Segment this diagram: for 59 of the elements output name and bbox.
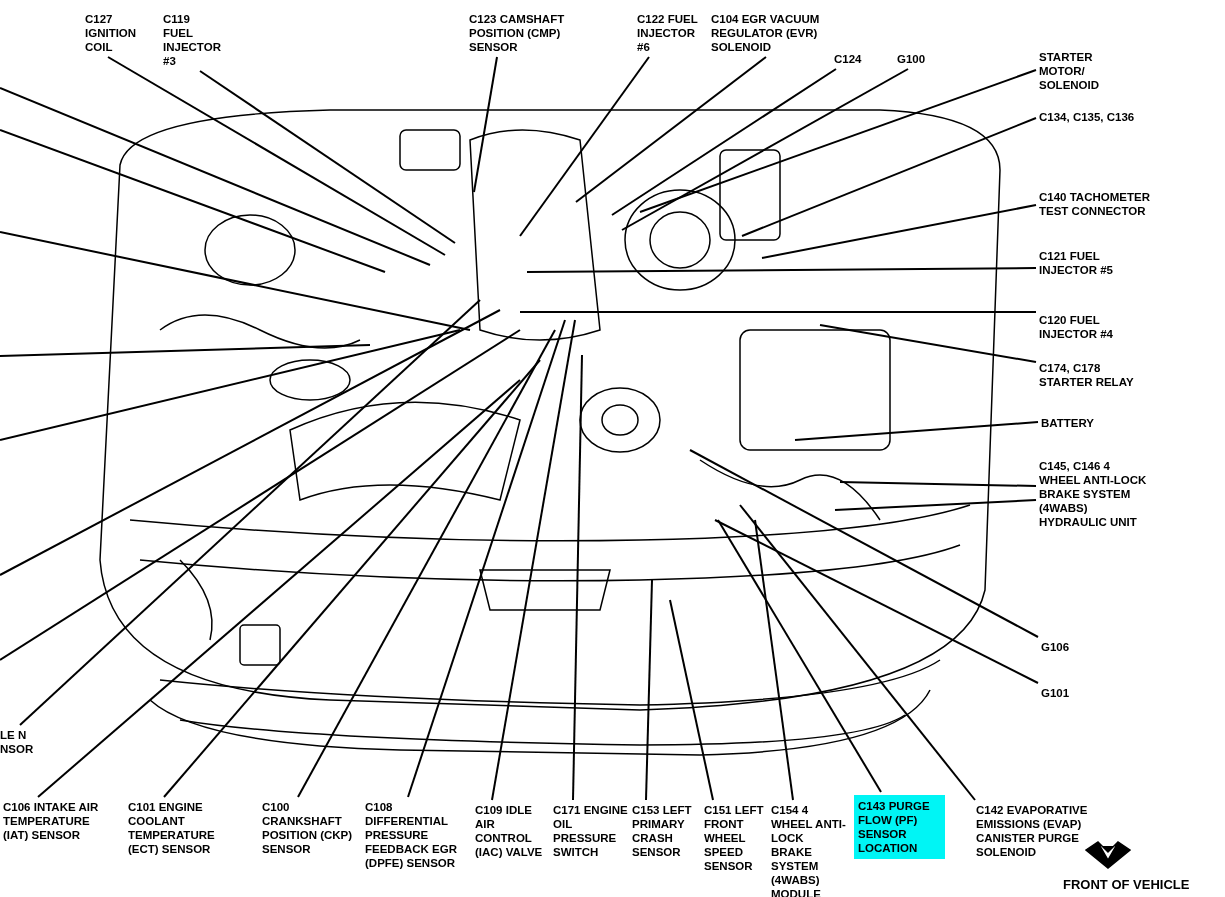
callout-label: C121 FUEL INJECTOR #5 — [1039, 249, 1139, 277]
callout-label: C101 ENGINE COOLANT TEMPERATURE (ECT) SENSOR — [128, 800, 228, 856]
leader-line — [834, 499, 1037, 511]
callout-label: STARTER MOTOR/ SOLENOID — [1039, 50, 1129, 92]
callout-label: C174, C178 STARTER RELAY — [1039, 361, 1149, 389]
leader-line — [714, 519, 1039, 684]
callout-label: G101 — [1041, 686, 1091, 700]
leader-line — [473, 56, 498, 193]
leader-line — [572, 354, 583, 801]
callout-label: C109 IDLE AIR CONTROL (IAC) VALVE — [475, 803, 545, 859]
leader-line — [689, 449, 1039, 638]
leader-line — [754, 519, 794, 801]
callout-label: C106 INTAKE AIR TEMPERATURE (IAT) SENSOR — [3, 800, 103, 842]
leader-line — [645, 579, 653, 801]
leader-line — [739, 504, 976, 801]
callout-label: C104 EGR VACUUM REGULATOR (EVR) SOLENOID — [711, 12, 821, 54]
callout-label: C140 TACHOMETER TEST CONNECTOR — [1039, 190, 1169, 218]
callout-label: BATTERY — [1041, 416, 1121, 430]
leader-line — [526, 267, 1037, 273]
callout-label: G106 — [1041, 640, 1091, 654]
direction-label: FRONT OF VEHICLE — [1063, 878, 1190, 892]
callout-label: C120 FUEL INJECTOR #4 — [1039, 313, 1139, 341]
leader-line — [639, 69, 1037, 213]
leader-line — [19, 299, 481, 726]
leader-line — [107, 56, 446, 256]
leader-line — [297, 329, 556, 798]
leader-line — [519, 311, 1037, 313]
callout-label: G100 — [897, 52, 937, 66]
callout-label: C142 EVAPORATIVE EMISSIONS (EVAP) CANISTER PURGE SOLENOID — [976, 803, 1091, 859]
leader-line — [819, 324, 1037, 363]
leader-line — [839, 481, 1037, 487]
callout-label: C151 LEFT FRONT WHEEL SPEED SENSOR — [704, 803, 764, 873]
callout-label: C124 — [834, 52, 874, 66]
callout-label: C100 CRANKSHAFT POSITION (CKP) SENSOR — [262, 800, 357, 856]
highlighted-callout-label: C143 PURGE FLOW (PF) SENSOR LOCATION — [854, 795, 945, 859]
leader-line — [163, 359, 541, 798]
callout-label: C119 FUEL INJECTOR #3 — [163, 12, 221, 68]
callout-label: C153 LEFT PRIMARY CRASH SENSOR — [632, 803, 697, 859]
leader-line — [519, 56, 650, 237]
leader-line — [575, 56, 767, 203]
callout-label: C108 DIFFERENTIAL PRESSURE FEEDBACK EGR (DPFE) SENSOR — [365, 800, 460, 870]
callout-label: C171 ENGINE OIL PRESSURE SWITCH — [553, 803, 631, 859]
leader-line — [611, 68, 837, 216]
leader-line — [761, 204, 1037, 259]
callout-label: C127 IGNITION COIL — [85, 12, 155, 54]
leader-line — [491, 319, 576, 801]
leader-line — [717, 519, 882, 793]
callout-label: LE N NSOR — [0, 728, 40, 756]
leader-line — [37, 379, 521, 798]
leader-line — [669, 599, 714, 801]
leader-line — [407, 319, 566, 798]
callout-label: C134, C135, C136 — [1039, 110, 1179, 124]
leader-line — [741, 117, 1037, 237]
leader-line — [621, 68, 909, 231]
leader-line — [794, 421, 1039, 441]
callout-label: C123 CAMSHAFT POSITION (CMP) SENSOR — [469, 12, 604, 54]
callout-label: C145, C146 4 WHEEL ANTI-LOCK BRAKE SYSTEM (4WABS) HYDRAULIC UNIT — [1039, 459, 1149, 529]
callout-label: C122 FUEL INJECTOR #6 — [637, 12, 699, 54]
leader-line — [199, 70, 456, 244]
